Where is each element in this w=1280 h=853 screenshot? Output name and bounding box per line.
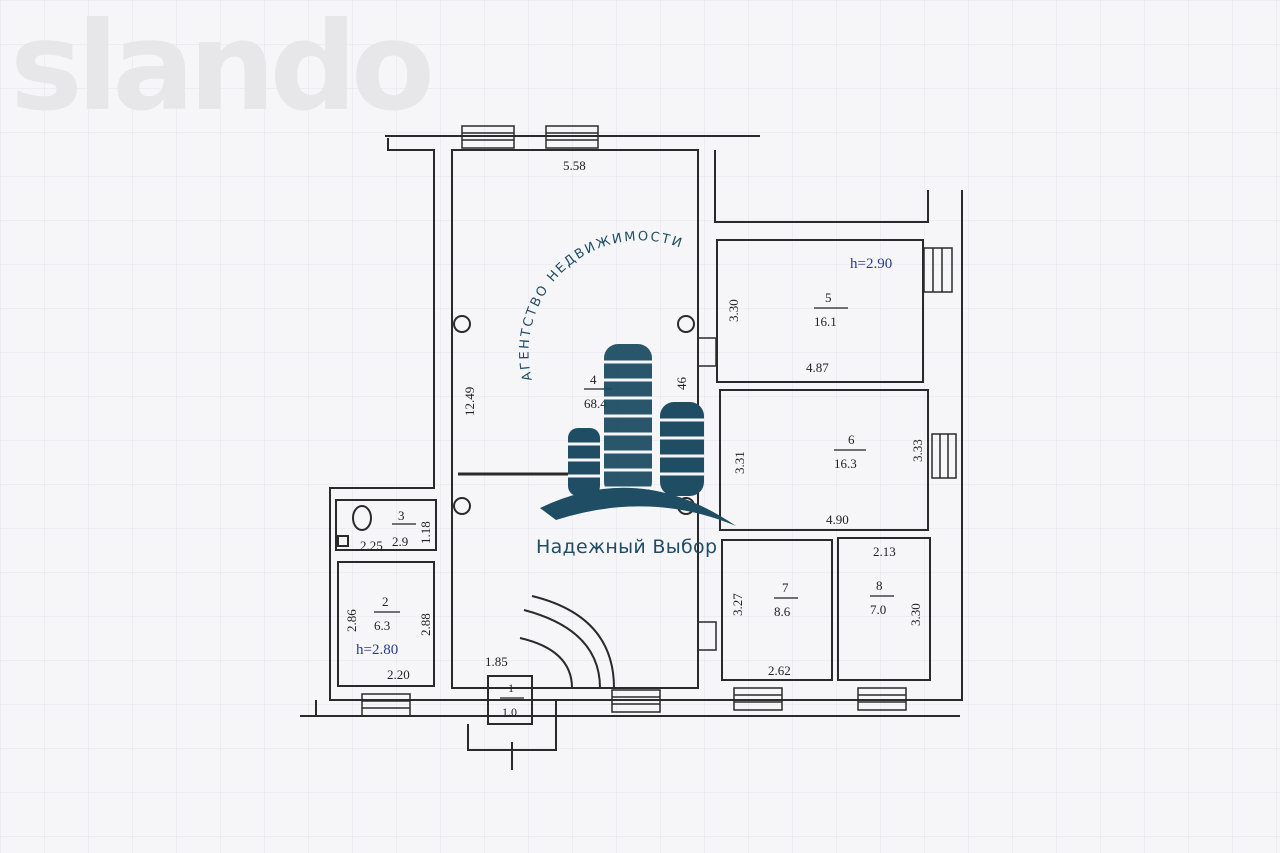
vestibule-outline [487, 675, 533, 725]
svg-text:АГЕНТСТВО НЕДВИЖИМОСТИ: АГЕНТСТВО НЕДВИЖИМОСТИ [517, 229, 685, 382]
dim-room2-right: 2.88 [418, 613, 433, 636]
room-6-outline [719, 389, 929, 531]
agency-logo: АГЕНТСТВО НЕДВИЖИМОСТИ [517, 229, 736, 526]
dim-entrance-width: 1.85 [485, 654, 508, 669]
dim-room8-width: 2.13 [873, 544, 896, 559]
outer-wall [329, 138, 963, 701]
window-marks [361, 125, 957, 717]
room-7-area: 8.6 [774, 604, 791, 619]
room-5-number: 5 [825, 290, 832, 305]
outer-wall-right [714, 150, 929, 223]
vestibule-number: 1 [508, 681, 514, 695]
dim-room5-width: 4.87 [806, 360, 829, 375]
room-4-area: 68.4 [584, 396, 607, 411]
dim-room2-left: 2.86 [344, 609, 359, 632]
dim-room2-width: 2.20 [387, 667, 410, 682]
ceiling-height-left: h=2.80 [356, 642, 398, 658]
watermark: slando [10, 0, 435, 138]
dim-hall-width: 5.58 [563, 158, 586, 173]
room-3-outline [335, 499, 437, 551]
dim-room6-right: 3.33 [910, 439, 925, 462]
dim-room3-width: 2.25 [360, 538, 383, 553]
room-4-number: 4 [590, 372, 597, 387]
dim-room3-height: 1.18 [418, 521, 433, 544]
room-8-number: 8 [876, 578, 883, 593]
dim-room5-height: 3.30 [726, 299, 741, 322]
room-5-outline [716, 239, 924, 383]
dim-hall-length: 12.49 [462, 387, 477, 416]
dim-room6-width: 4.90 [826, 512, 849, 527]
dim-room7-height: 3.27 [730, 593, 745, 616]
room-7-number: 7 [782, 580, 789, 595]
dim-room8-height: 3.30 [908, 603, 923, 626]
room-2-outline [337, 561, 435, 687]
room-8-outline [837, 537, 931, 681]
room-6-area: 16.3 [834, 456, 857, 471]
room-5-area: 16.1 [814, 314, 837, 329]
room-2-area: 6.3 [374, 618, 390, 633]
room-8-area: 7.0 [870, 602, 886, 617]
room-3-number: 3 [398, 508, 405, 523]
vestibule-area: 1.0 [502, 705, 517, 719]
dim-room6-left: 3.31 [732, 451, 747, 474]
dim-room4-side: 46 [674, 377, 689, 391]
room-7-outline [721, 539, 833, 681]
room-3-area: 2.9 [392, 534, 408, 549]
logo-arc-text: АГЕНТСТВО НЕДВИЖИМОСТИ [517, 229, 683, 382]
dim-room7-width: 2.62 [768, 663, 791, 678]
ceiling-height-main: h=2.90 [850, 256, 892, 272]
agency-name: Надежный Выбор [536, 536, 718, 558]
room-2-number: 2 [382, 594, 389, 609]
room-6-number: 6 [848, 432, 855, 447]
